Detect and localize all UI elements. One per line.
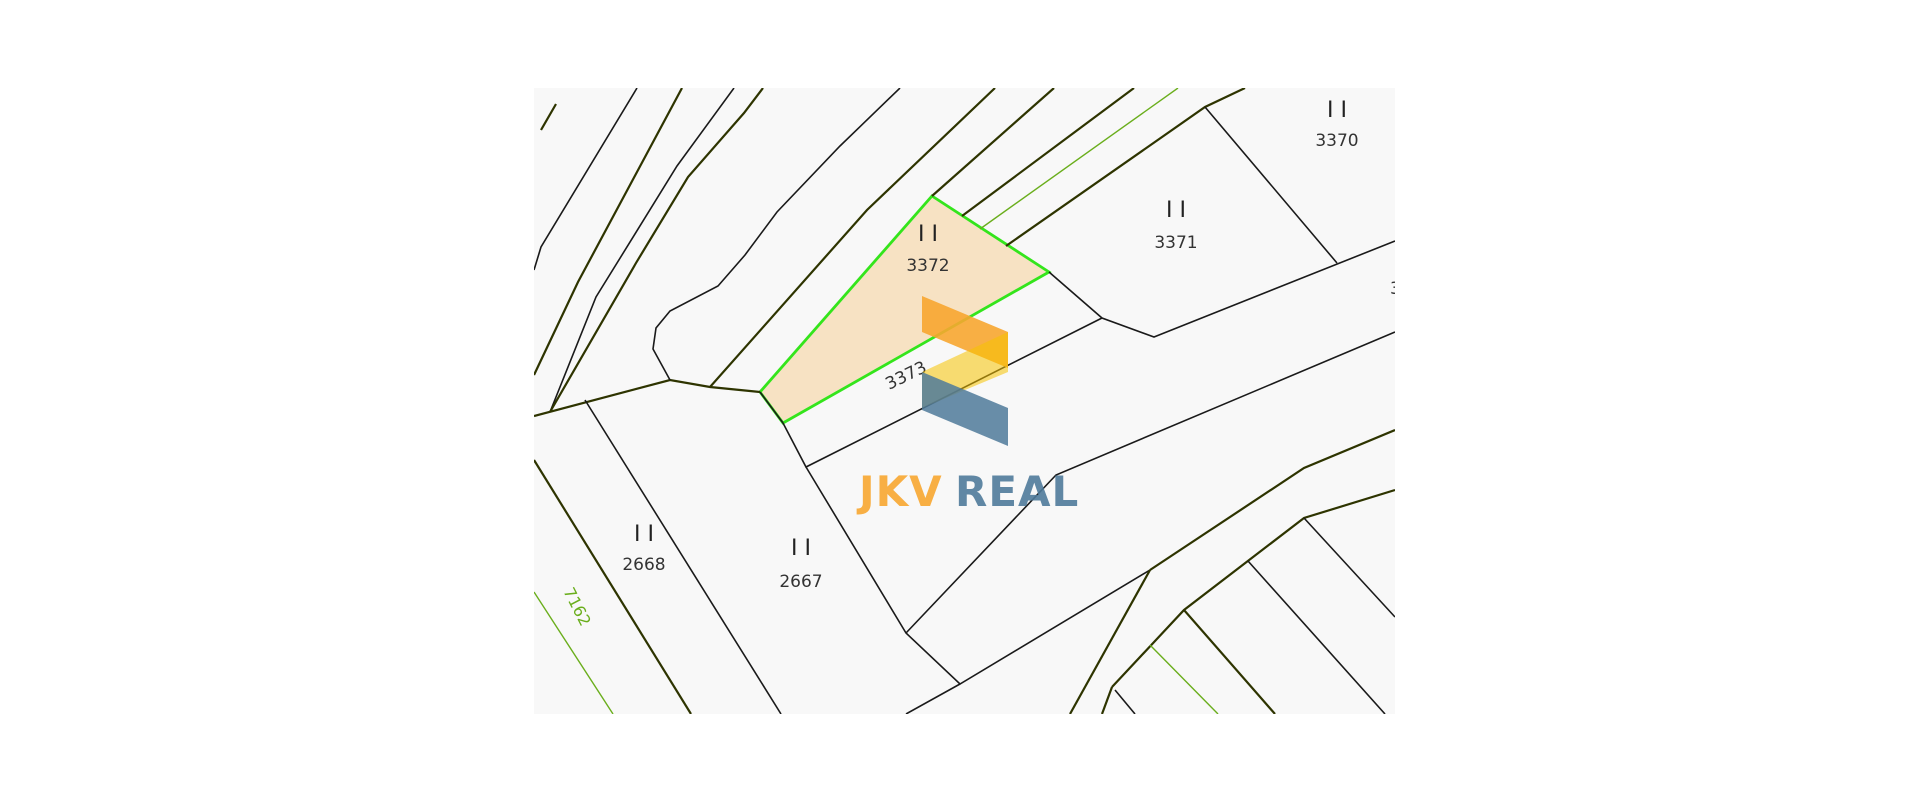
- parcel-3370-number: 3370: [1315, 131, 1358, 151]
- jkv-real-logo-icon: [922, 296, 1008, 446]
- parcel-3372-class-mark: I I: [918, 222, 938, 247]
- parcel-boundaries: [534, 88, 1395, 714]
- parcel-2668-number: 2668: [622, 555, 665, 575]
- parcel-edge-label-left: 59: [512, 597, 534, 617]
- watermark-text-jkv: JKV: [856, 467, 943, 516]
- parcel-3370-class-mark: I I: [1327, 98, 1347, 123]
- parcel-2667-number: 2667: [779, 572, 822, 592]
- parcel-edge-label-right: 3: [1390, 279, 1401, 299]
- parcel-3372-number: 3372: [906, 256, 949, 276]
- parcel-3371-number: 3371: [1154, 233, 1197, 253]
- parcel-2667-class-mark: I I: [791, 536, 811, 561]
- parcel-3371-class-mark: I I: [1166, 198, 1186, 223]
- parcel-2668-class-mark: I I: [634, 522, 654, 547]
- watermark-text-real: REAL: [955, 467, 1079, 516]
- watermark: JKV REAL: [856, 296, 1079, 516]
